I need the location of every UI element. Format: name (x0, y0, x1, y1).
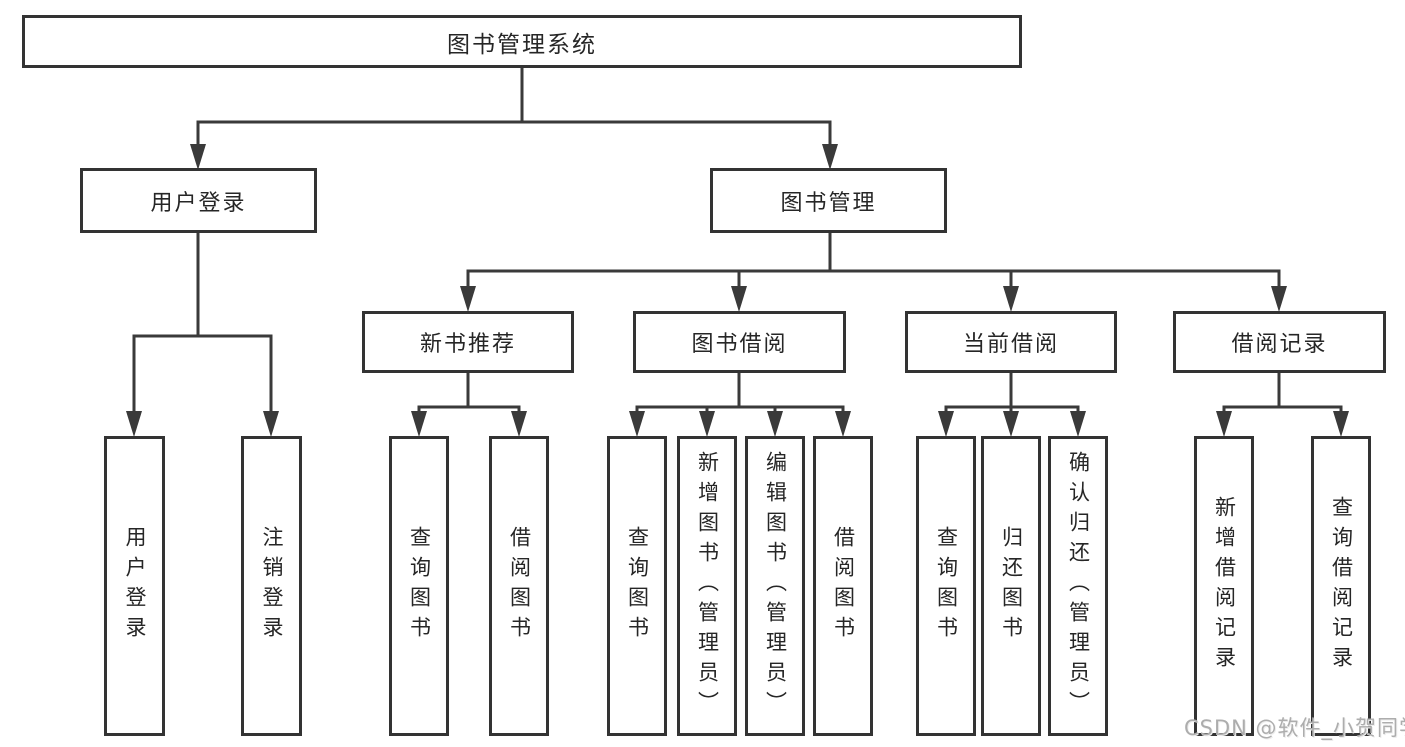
leaf-confirm-return-admin: 确认归还（管理员） (1048, 436, 1108, 736)
node-borrow-records: 借阅记录 (1173, 311, 1386, 373)
leaf-add-borrow-record: 新增借阅记录 (1194, 436, 1254, 736)
leaf-user-login: 用户登录 (104, 436, 165, 736)
leaf-borrow-books: 借阅图书 (489, 436, 549, 736)
leaf-logout: 注销登录 (241, 436, 302, 736)
leaf-query-books: 查询图书 (607, 436, 667, 736)
node-library-management-system: 图书管理系统 (22, 15, 1022, 68)
leaf-query-books: 查询图书 (389, 436, 449, 736)
leaf-edit-books-admin: 编辑图书（管理员） (745, 436, 805, 736)
node-book-management: 图书管理 (710, 168, 947, 233)
node-current-borrow: 当前借阅 (905, 311, 1117, 373)
leaf-add-books-admin: 新增图书（管理员） (677, 436, 737, 736)
node-user-login: 用户登录 (80, 168, 317, 233)
node-book-borrow: 图书借阅 (633, 311, 846, 373)
csdn-watermark: CSDN @软件_小贺同学 (1184, 716, 1405, 740)
leaf-return-books: 归还图书 (981, 436, 1041, 736)
node-new-book-recommend: 新书推荐 (362, 311, 574, 373)
leaf-query-borrow-record: 查询借阅记录 (1311, 436, 1371, 736)
leaf-borrow-books: 借阅图书 (813, 436, 873, 736)
leaf-query-books: 查询图书 (916, 436, 976, 736)
